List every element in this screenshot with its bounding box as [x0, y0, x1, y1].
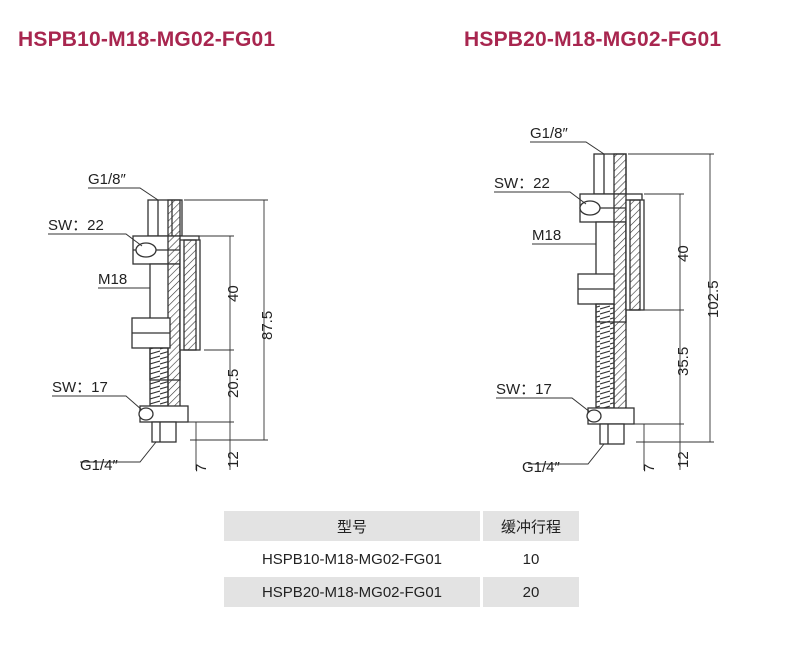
technical-drawings: G1/8″ SW：22 M18 SW：17 G1/4″ 40 87.5 20.5…: [48, 125, 722, 476]
right-label-g14: G1/4″: [522, 459, 561, 476]
right-dim-102-5: 102.5: [705, 280, 722, 318]
cell-model: HSPB20-M18-MG02-FG01: [224, 577, 480, 607]
table-header-row: 型号 缓冲行程: [224, 511, 579, 541]
right-dim-7: 7: [641, 464, 658, 472]
right-dim-12: 12: [675, 451, 692, 468]
header-stroke: 缓冲行程: [480, 511, 579, 541]
right-dim-35-5: 35.5: [675, 347, 692, 376]
cell-stroke: 10: [480, 544, 579, 574]
left-dim-20-5: 20.5: [225, 369, 242, 398]
right-dim-40: 40: [675, 245, 692, 262]
cell-stroke: 20: [480, 577, 579, 607]
right-label-g18: G1/8″: [530, 125, 569, 142]
right-shaft-section: [613, 153, 627, 415]
left-label-sw17: SW：17: [52, 379, 108, 396]
left-buffer-drawing: [48, 187, 268, 470]
right-label-m18: M18: [532, 227, 561, 244]
right-label-sw22: SW：22: [494, 175, 550, 192]
right-threaded-rod: [595, 303, 615, 409]
left-bottom-fitting: [151, 421, 177, 443]
right-label-sw17: SW：17: [496, 381, 552, 398]
spec-table: 型号 缓冲行程 HSPB10-M18-MG02-FG01 10 HSPB20-M…: [224, 508, 579, 610]
model-title-left: HSPB10-M18-MG02-FG01: [18, 28, 276, 51]
right-buffer-drawing: [494, 141, 714, 470]
left-dim-7: 7: [193, 464, 210, 472]
header-model: 型号: [224, 511, 480, 541]
left-dim-40: 40: [225, 285, 242, 302]
left-dim-12: 12: [225, 451, 242, 468]
left-shaft-section: [167, 199, 181, 411]
left-label-m18: M18: [98, 271, 127, 288]
left-label-g18: G1/8″: [88, 171, 127, 188]
left-label-sw22: SW：22: [48, 217, 104, 234]
model-title-right: HSPB20-M18-MG02-FG01: [464, 28, 722, 51]
left-dim-87-5: 87.5: [259, 311, 276, 340]
table-row: HSPB20-M18-MG02-FG01 20: [224, 577, 579, 607]
left-label-g14: G1/4″: [80, 457, 119, 474]
right-bottom-fitting: [599, 423, 625, 445]
table-row: HSPB10-M18-MG02-FG01 10: [224, 544, 579, 574]
cell-model: HSPB10-M18-MG02-FG01: [224, 544, 480, 574]
left-threaded-rod: [149, 347, 169, 407]
